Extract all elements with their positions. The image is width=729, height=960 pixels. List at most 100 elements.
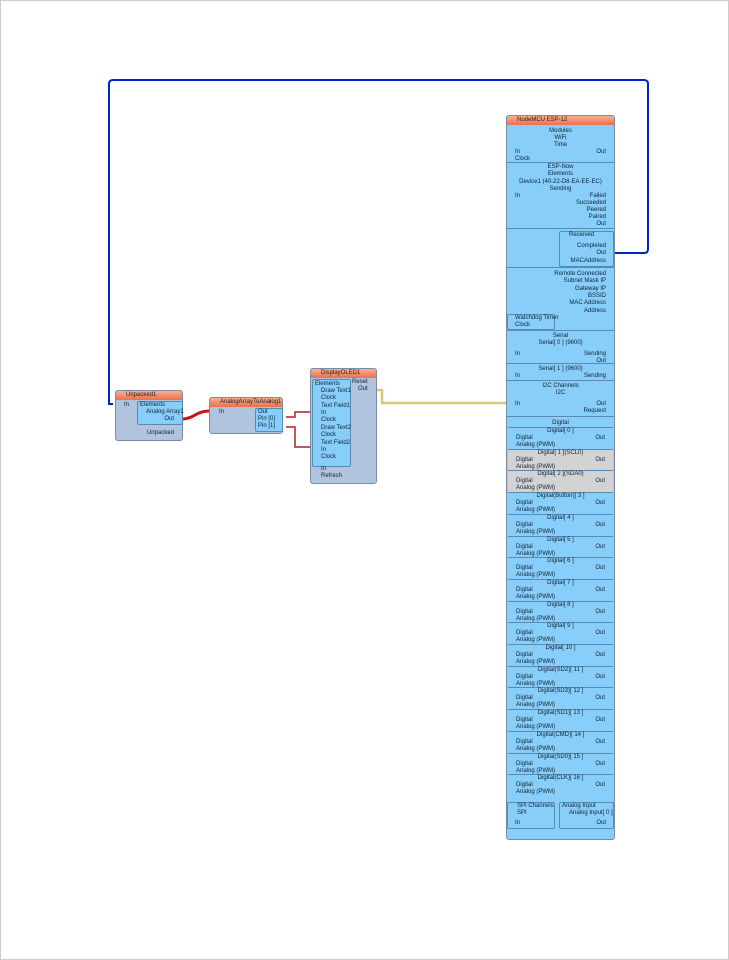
elements-panel: Elements Draw Text1 Clock Text Field1 In…	[312, 379, 351, 467]
divider	[507, 380, 614, 381]
divider	[507, 363, 614, 364]
analog-pwm-pin: Analog (PWM)	[516, 572, 556, 579]
sending-out-pin: Out	[596, 221, 606, 227]
serial-label: Serial	[552, 333, 569, 339]
digital-pin-title: Digital[ 0 ]	[547, 428, 574, 434]
i2c-in-pin: In	[515, 401, 521, 407]
esp-now-label: ESP-Now	[547, 164, 574, 170]
digital-pin-title: Digital[ 5 ]	[547, 536, 574, 543]
wifi-label: WiFi	[554, 135, 567, 141]
paired-pin: Paired	[588, 214, 606, 220]
subnet-mask-pin: Subnet Mask IP	[563, 278, 606, 284]
analog-pwm-pin: Analog (PWM)	[516, 593, 556, 600]
analog-pwm-pin: Analog (PWM)	[516, 442, 556, 448]
i2c-channels-label: I2C Channels	[542, 383, 579, 389]
digital-pin-title: Digital[ 2 ](SDA0)	[537, 471, 584, 478]
digital-out-pin: Out	[595, 608, 605, 615]
digital-in-pin: Digital	[516, 608, 533, 615]
clock-label: Clock	[321, 395, 337, 401]
digital-out-pin: Out	[595, 521, 605, 528]
text-field2-label[interactable]: Text Field2	[321, 440, 351, 446]
spi-channels-label: SPI Channels	[517, 803, 554, 809]
divider	[507, 267, 614, 268]
watchdog-panel	[507, 314, 555, 330]
digital-pin-title: Digital(SD0)[ 15 ]	[537, 753, 584, 760]
digital-in-pin: Digital	[516, 738, 533, 745]
in-pin-label: In	[321, 466, 327, 472]
digital-out-pin: Out	[595, 630, 605, 637]
serial0-label: Serial[ 0 ] (9600)	[538, 340, 583, 346]
reset-pin-label: Reset	[352, 379, 368, 385]
digital-label: Digital	[552, 420, 569, 426]
digital-out-pin: Out	[595, 695, 605, 702]
digital-in-pin: Digital	[516, 673, 533, 680]
refresh-pin-label: Refresh	[321, 473, 343, 479]
display-title: DisplayOLED1	[311, 369, 376, 378]
digital-pin-title: Digital[ 9 ]	[547, 623, 574, 630]
analog-pwm-pin: Analog (PWM)	[516, 724, 556, 731]
analog-pwm-pin: Analog (PWM)	[516, 507, 556, 514]
analog-array-to-analog-component[interactable]: AnalogArrayToAnalog1 In Out Pin [0] Pin …	[209, 397, 283, 434]
mac-address-pin: MAC Address	[569, 300, 606, 306]
divider	[507, 228, 614, 229]
sending-in-pin: In	[515, 193, 521, 199]
display-oled-component[interactable]: DisplayOLED1 Reset Out Elements Draw Tex…	[310, 368, 377, 484]
out-label: Out	[258, 409, 268, 415]
digital-pin-title: Digital(SD1)[ 13 ]	[537, 710, 584, 717]
digital-in-pin: Digital	[516, 586, 533, 593]
digital-out-pin: Out	[595, 652, 605, 658]
time-clock-pin: Clock	[515, 156, 531, 162]
analog-pwm-pin: Analog (PWM)	[516, 702, 556, 709]
completed-pin: Completed	[576, 243, 606, 249]
i2c-out-pin: Out	[596, 401, 606, 407]
serial1-label: Serial[ 1 ] (9600)	[538, 366, 583, 372]
nodemcu-title: NodeMCU ESP-12	[507, 116, 614, 125]
unpacked-component[interactable]: Unpacked1 In Elements Analog Array1 Out …	[115, 390, 184, 441]
failed-pin: Failed	[589, 193, 606, 199]
elements-label: Elements	[315, 381, 341, 387]
analog-input0-label: Analog Input[ 0 ]	[569, 810, 613, 816]
analog-pwm-pin: Analog (PWM)	[516, 615, 556, 622]
analog-pwm-pin: Analog (PWM)	[516, 745, 556, 752]
digital-in-pin: Digital	[516, 717, 533, 724]
divider	[507, 330, 614, 331]
out-pin-label: Out	[164, 416, 174, 422]
analog-pwm-pin: Analog (PWM)	[516, 637, 556, 644]
wire-blue	[108, 79, 649, 405]
in-label: In	[321, 447, 327, 453]
digital-pin-title: Digital(SD2)[ 11 ]	[537, 666, 584, 673]
digital-pin-title: Digital(Button)[ 3 ]	[536, 493, 585, 500]
draw-text2-label[interactable]: Draw Text2	[321, 425, 351, 431]
time-in-pin: In	[515, 149, 521, 155]
elements-panel: Elements Analog Array1 Out	[137, 401, 184, 425]
draw-text1-label[interactable]: Draw Text1	[321, 388, 351, 394]
i2c-label: I2C	[555, 390, 566, 396]
digital-in-pin: Digital	[516, 500, 533, 507]
analog-array-label[interactable]: Analog Array1	[146, 409, 184, 415]
divider	[507, 416, 614, 417]
digital-out-pin: Out	[595, 782, 605, 789]
received-label: Received	[569, 232, 595, 238]
spi-in-pin: In	[515, 820, 521, 826]
analog-pwm-pin: Analog (PWM)	[516, 528, 556, 535]
digital-pin-title: Digital[ 10 ]	[545, 645, 576, 651]
text-field1-label[interactable]: Text Field1	[321, 403, 351, 409]
